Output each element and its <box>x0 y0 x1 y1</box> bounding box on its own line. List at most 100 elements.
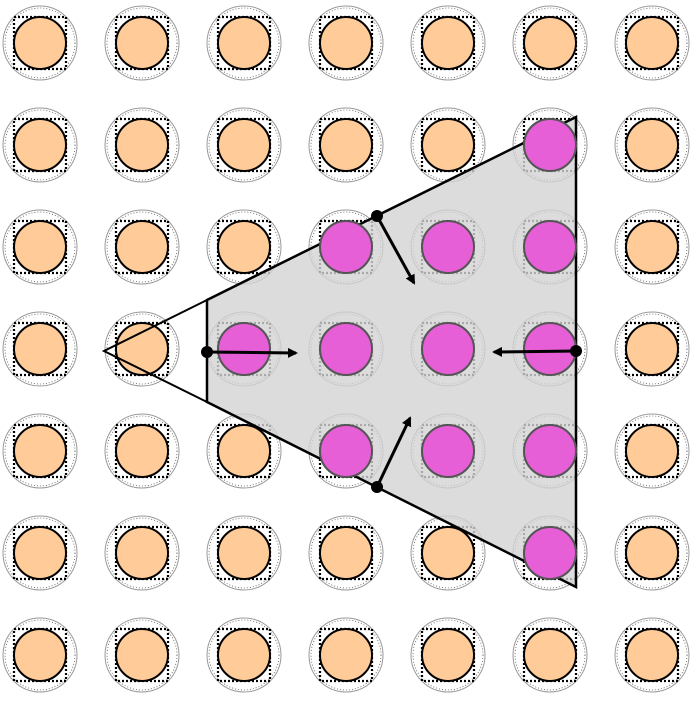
sample-outer-ring-dotted <box>106 313 178 385</box>
sample-outer-ring-dotted <box>4 313 76 385</box>
sample-outer-ring <box>206 515 282 591</box>
sample-outer-ring <box>2 107 78 183</box>
sample-outer-ring-dotted <box>310 7 382 79</box>
sample-cell <box>206 617 282 693</box>
sample-outer-ring-dotted <box>106 7 178 79</box>
covered-sample-circle <box>421 424 475 478</box>
sample-outer-ring-dotted <box>616 211 688 283</box>
covered-sample-circle <box>421 322 475 376</box>
sample-cell <box>308 515 384 591</box>
arrow-anchor-dot <box>201 346 213 358</box>
sample-cell <box>308 5 384 81</box>
sample-circle <box>13 322 67 376</box>
sample-circle <box>13 16 67 70</box>
sample-outer-ring <box>104 515 180 591</box>
sample-cell <box>614 515 690 591</box>
sample-cell <box>206 5 282 81</box>
sample-grid <box>2 5 690 693</box>
covered-sample-circle <box>319 424 373 478</box>
edge-normals <box>201 210 582 493</box>
covered-sample-circle <box>319 322 373 376</box>
sample-outer-ring-dotted <box>4 211 76 283</box>
sample-circle <box>217 526 271 580</box>
sample-cell <box>104 5 180 81</box>
primitive-outline <box>205 114 578 590</box>
sample-circle <box>13 118 67 172</box>
sample-circle <box>13 628 67 682</box>
sample-outer-ring <box>614 515 690 591</box>
sample-circle <box>421 526 475 580</box>
sample-cell <box>308 107 384 183</box>
sample-outer-ring <box>614 107 690 183</box>
sample-circle <box>13 424 67 478</box>
sample-circle <box>523 16 577 70</box>
sample-cell <box>2 107 78 183</box>
sample-outer-ring-dotted <box>514 7 586 79</box>
sample-outer-ring <box>2 413 78 489</box>
arrow-shaft <box>375 416 412 488</box>
sample-outer-ring-dotted <box>208 619 280 691</box>
sample-circle <box>319 118 373 172</box>
covered-sample-circle <box>523 526 577 580</box>
sample-outer-ring-dotted <box>616 517 688 589</box>
sample-outer-ring-dotted <box>412 619 484 691</box>
sample-circle <box>625 16 679 70</box>
covered-sample-circle <box>523 118 577 172</box>
sample-circle <box>319 628 373 682</box>
arrow-shaft <box>375 215 416 285</box>
sample-cell <box>614 209 690 285</box>
sample-outer-ring-dotted <box>514 619 586 691</box>
covered-sample-circle <box>217 322 271 376</box>
sample-circle <box>217 628 271 682</box>
sample-cell <box>104 107 180 183</box>
sample-circle <box>421 628 475 682</box>
sample-outer-ring <box>512 5 588 81</box>
sample-circle <box>319 16 373 70</box>
sample-cell <box>614 617 690 693</box>
sample-outer-ring-dotted <box>616 415 688 487</box>
sample-cell <box>2 515 78 591</box>
sample-outer-ring-dotted <box>616 619 688 691</box>
sample-circle <box>115 220 169 274</box>
edge-normal-arrow-left <box>492 345 582 357</box>
sample-circle <box>523 628 577 682</box>
sample-cell <box>614 413 690 489</box>
sample-outer-ring <box>206 107 282 183</box>
covered-sample-circle <box>523 424 577 478</box>
sample-outer-ring <box>308 107 384 183</box>
sample-circle <box>13 220 67 274</box>
sample-outer-ring-dotted <box>310 619 382 691</box>
sample-circle <box>625 424 679 478</box>
sample-outer-ring-dotted <box>310 109 382 181</box>
edge-normal-arrow-down-right <box>371 210 416 285</box>
sample-outer-ring <box>410 617 486 693</box>
sample-cell <box>512 5 588 81</box>
sample-circle <box>115 118 169 172</box>
sample-outer-ring <box>614 413 690 489</box>
sample-outer-ring-dotted <box>106 211 178 283</box>
sample-outer-ring <box>308 5 384 81</box>
sample-outer-ring <box>104 311 180 387</box>
sample-circle <box>625 628 679 682</box>
sample-cell <box>614 107 690 183</box>
edge-normal-arrow-right <box>201 346 298 358</box>
sample-circle <box>625 118 679 172</box>
arrow-anchor-dot <box>570 345 582 357</box>
sample-cell <box>614 5 690 81</box>
covered-samples <box>217 118 577 580</box>
sample-outer-ring <box>2 311 78 387</box>
sample-circle <box>115 526 169 580</box>
triangle-tip-outline <box>101 299 208 403</box>
sample-cell <box>104 515 180 591</box>
sample-outer-ring-dotted <box>4 7 76 79</box>
sample-outer-ring-dotted <box>616 313 688 385</box>
sample-cell <box>2 617 78 693</box>
sample-outer-ring <box>104 107 180 183</box>
arrow-shaft <box>206 347 298 358</box>
sample-outer-ring <box>614 5 690 81</box>
sample-cell <box>2 209 78 285</box>
sample-outer-ring <box>2 5 78 81</box>
sample-outer-ring-dotted <box>4 415 76 487</box>
sample-outer-ring-dotted <box>106 517 178 589</box>
sample-outer-ring-dotted <box>616 7 688 79</box>
